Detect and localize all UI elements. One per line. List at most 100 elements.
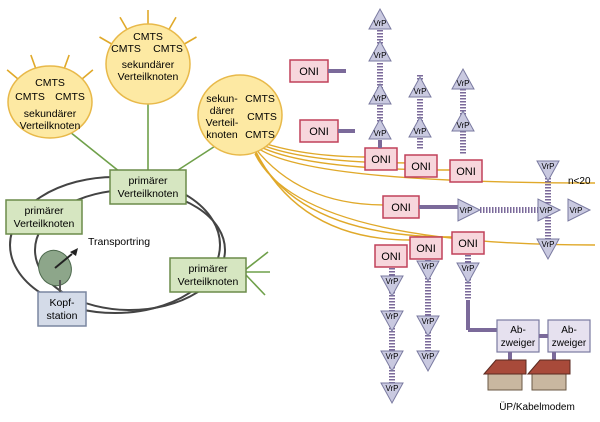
node-label: Verteilknoten — [14, 218, 75, 230]
vrp-amplifier — [380, 275, 404, 298]
vrp-amplifier — [451, 109, 475, 132]
vrp-label: VrP — [373, 19, 386, 28]
ray-line — [81, 69, 94, 80]
vrp-amplifier — [380, 382, 404, 405]
node-label: Verteilknoten — [118, 71, 179, 83]
vrp-amplifier — [380, 350, 404, 373]
cmts-label: CMTS — [15, 91, 45, 103]
node-label: därer — [210, 105, 235, 117]
vrp-label: VrP — [569, 206, 582, 215]
oni-label: ONI — [458, 238, 478, 250]
vrp-label: VrP — [541, 162, 554, 171]
oni-label: ONI — [371, 154, 391, 166]
tap-label: zweiger — [552, 338, 587, 349]
vrp-label: VrP — [456, 79, 469, 88]
tap-box — [496, 319, 540, 353]
vrp-label: VrP — [541, 240, 554, 249]
ray-line — [6, 69, 19, 80]
tap-label: zweiger — [501, 338, 536, 349]
fiber-lines — [254, 139, 596, 246]
vrp-label: VrP — [459, 206, 472, 215]
node-label: primärer — [24, 205, 64, 217]
house-icon — [487, 373, 523, 391]
vrp-amplifier — [368, 39, 392, 62]
vrp-amplifier — [536, 160, 560, 183]
vrp-label: VrP — [373, 129, 386, 138]
house-roof — [526, 359, 571, 375]
fiber-line — [254, 145, 596, 184]
vrp-amplifier — [451, 67, 475, 90]
vrp-label: VrP — [385, 352, 398, 361]
oni-label: ONI — [381, 251, 401, 263]
fiber-line — [254, 147, 386, 206]
cmts-label: CMTS — [133, 31, 163, 43]
vrp-label: VrP — [539, 206, 552, 215]
modem-label: ÜP/Kabelmodem — [499, 401, 575, 413]
vrp-amplifier — [368, 7, 392, 30]
cmts-label: CMTS — [245, 129, 275, 141]
node-label: primärer — [188, 263, 228, 275]
vrp-label: VrP — [413, 87, 426, 96]
vrp-label: VrP — [421, 317, 434, 326]
oni-node — [409, 236, 443, 260]
node-label: Verteilknoten — [118, 188, 179, 200]
cmts-rays — [6, 10, 197, 80]
ray-line — [168, 16, 177, 30]
fiber-line — [254, 153, 596, 246]
house-icon — [531, 373, 567, 391]
node-label: knoten — [206, 129, 238, 141]
oni-node — [404, 154, 438, 178]
vrp-amplifier — [380, 310, 404, 333]
tap-label: Ab- — [561, 325, 577, 336]
satellite-dish-icon — [38, 248, 78, 292]
cmts-label: CMTS — [153, 43, 183, 55]
oni-node — [449, 159, 483, 183]
cmts-label: CMTS — [245, 93, 275, 105]
node-label: primärer — [128, 175, 168, 187]
vrp-amplifier — [457, 198, 482, 222]
access-nodes: VrP VrP VrP VrP ONI VrP VrP ONI VrP VrP ONI ONI ONI O… — [289, 7, 592, 405]
primary-node-right: primärer Verteilknoten — [169, 257, 247, 293]
node-label: Verteilknoten — [178, 276, 239, 288]
cmts-label: CMTS — [111, 43, 141, 55]
vrp-label: VrP — [373, 51, 386, 60]
vrp-label: VrP — [456, 121, 469, 130]
secondary-node-top: CMTS CMTS CMTS sekundärer Verteilknoten — [105, 23, 191, 105]
primary-node-left: primärer Verteilknoten — [5, 199, 83, 235]
house-roof — [482, 359, 527, 375]
vrp-amplifier — [408, 115, 432, 138]
cmts-label: CMTS — [55, 91, 85, 103]
oni-label: ONI — [391, 202, 411, 214]
ray-line — [183, 36, 197, 45]
oni-label: ONI — [309, 126, 329, 138]
node-label: station — [47, 310, 78, 322]
vrp-amplifier — [416, 350, 440, 373]
cmts-label: CMTS — [247, 111, 277, 123]
oni-node — [374, 244, 408, 268]
vrp-amplifier — [368, 82, 392, 105]
oni-label: ONI — [299, 66, 319, 78]
secondary-node-left: CMTS CMTS CMTS sekundärer Verteilknoten — [7, 65, 93, 139]
secondary-node-right: sekun- därer Verteil- knoten CMTS CMTS C… — [197, 74, 283, 156]
node-count-label: n<20 — [568, 176, 591, 187]
vrp-amplifier — [416, 260, 440, 283]
vrp-amplifier — [408, 75, 432, 98]
vrp-label: VrP — [421, 262, 434, 271]
vrp-label: VrP — [421, 352, 434, 361]
node-label: Verteilknoten — [20, 120, 81, 132]
tap-box — [547, 319, 591, 353]
node-label: sekundärer — [24, 108, 77, 120]
vrp-label: VrP — [373, 94, 386, 103]
vrp-amplifier — [456, 262, 480, 285]
ray-line — [99, 36, 113, 45]
vrp-amplifier — [536, 238, 560, 261]
transport-ring-label: Transportring — [88, 236, 150, 248]
node-label: Kopf- — [49, 297, 75, 309]
oni-node — [451, 231, 485, 255]
ray-line — [30, 54, 37, 69]
primary-node-top: primärer Verteilknoten — [109, 169, 187, 205]
ray-line — [63, 54, 70, 69]
oni-label: ONI — [416, 243, 436, 255]
